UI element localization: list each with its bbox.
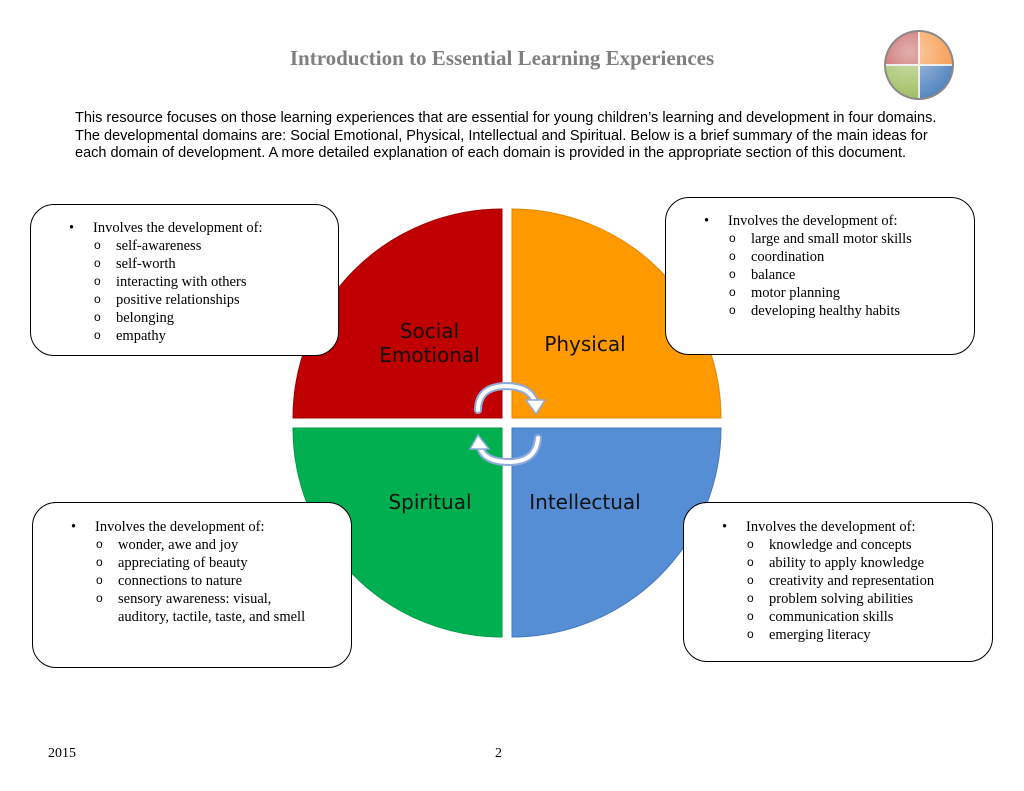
page-title: Introduction to Essential Learning Exper… <box>289 46 715 70</box>
list-item: self-awareness <box>31 236 338 255</box>
page-number: 2 <box>495 746 502 761</box>
quadrant-intellectual <box>511 427 722 638</box>
list-item: emerging literacy <box>684 625 992 644</box>
box-physical: Involves the development of: large and s… <box>665 197 975 355</box>
list-item: sensory awareness: visual, <box>33 589 351 608</box>
cycle-arrows-icon <box>468 381 547 467</box>
list-item: empathy <box>31 326 338 345</box>
box-heading: Involves the development of: <box>666 212 974 230</box>
box-heading: Involves the development of: <box>684 518 992 536</box>
box-social-emotional: Involves the development of: self-awaren… <box>30 204 339 356</box>
list-item: large and small motor skills <box>666 229 974 248</box>
quadrant-social-emotional <box>292 208 503 419</box>
box-intellectual: Involves the development of: knowledge a… <box>683 502 993 662</box>
intro-paragraph: This resource focuses on those learning … <box>75 110 937 161</box>
list-item: ability to apply knowledge <box>684 553 992 572</box>
list-item: creativity and representation <box>684 571 992 590</box>
list-item: developing healthy habits <box>666 301 974 320</box>
box-heading: Involves the development of: <box>31 219 338 237</box>
domains-logo-icon <box>884 30 954 100</box>
list-item: belonging <box>31 308 338 327</box>
footer-year: 2015 <box>48 746 76 761</box>
list-item: balance <box>666 265 974 284</box>
label-intellectual: Intellectual <box>529 490 641 514</box>
list-item: positive relationships <box>31 290 338 309</box>
list-item: knowledge and concepts <box>684 535 992 554</box>
list-item: self-worth <box>31 254 338 273</box>
quadrant-spiritual <box>292 427 503 638</box>
list-item: appreciating of beauty <box>33 553 351 572</box>
list-item: interacting with others <box>31 272 338 291</box>
list-item: coordination <box>666 247 974 266</box>
list-item: motor planning <box>666 283 974 302</box>
box-heading: Involves the development of: <box>33 518 351 536</box>
list-item: wonder, awe and joy <box>33 535 351 554</box>
label-social-emotional: Social Emotional <box>379 319 480 367</box>
label-spiritual: Spiritual <box>388 490 472 514</box>
list-item: connections to nature <box>33 571 351 590</box>
label-physical: Physical <box>544 332 626 356</box>
quadrant-physical <box>511 208 722 419</box>
list-item: problem solving abilities <box>684 589 992 608</box>
list-item-continued: auditory, tactile, taste, and smell <box>118 609 306 625</box>
box-spiritual: Involves the development of: wonder, awe… <box>32 502 352 668</box>
list-item: communication skills <box>684 607 992 626</box>
